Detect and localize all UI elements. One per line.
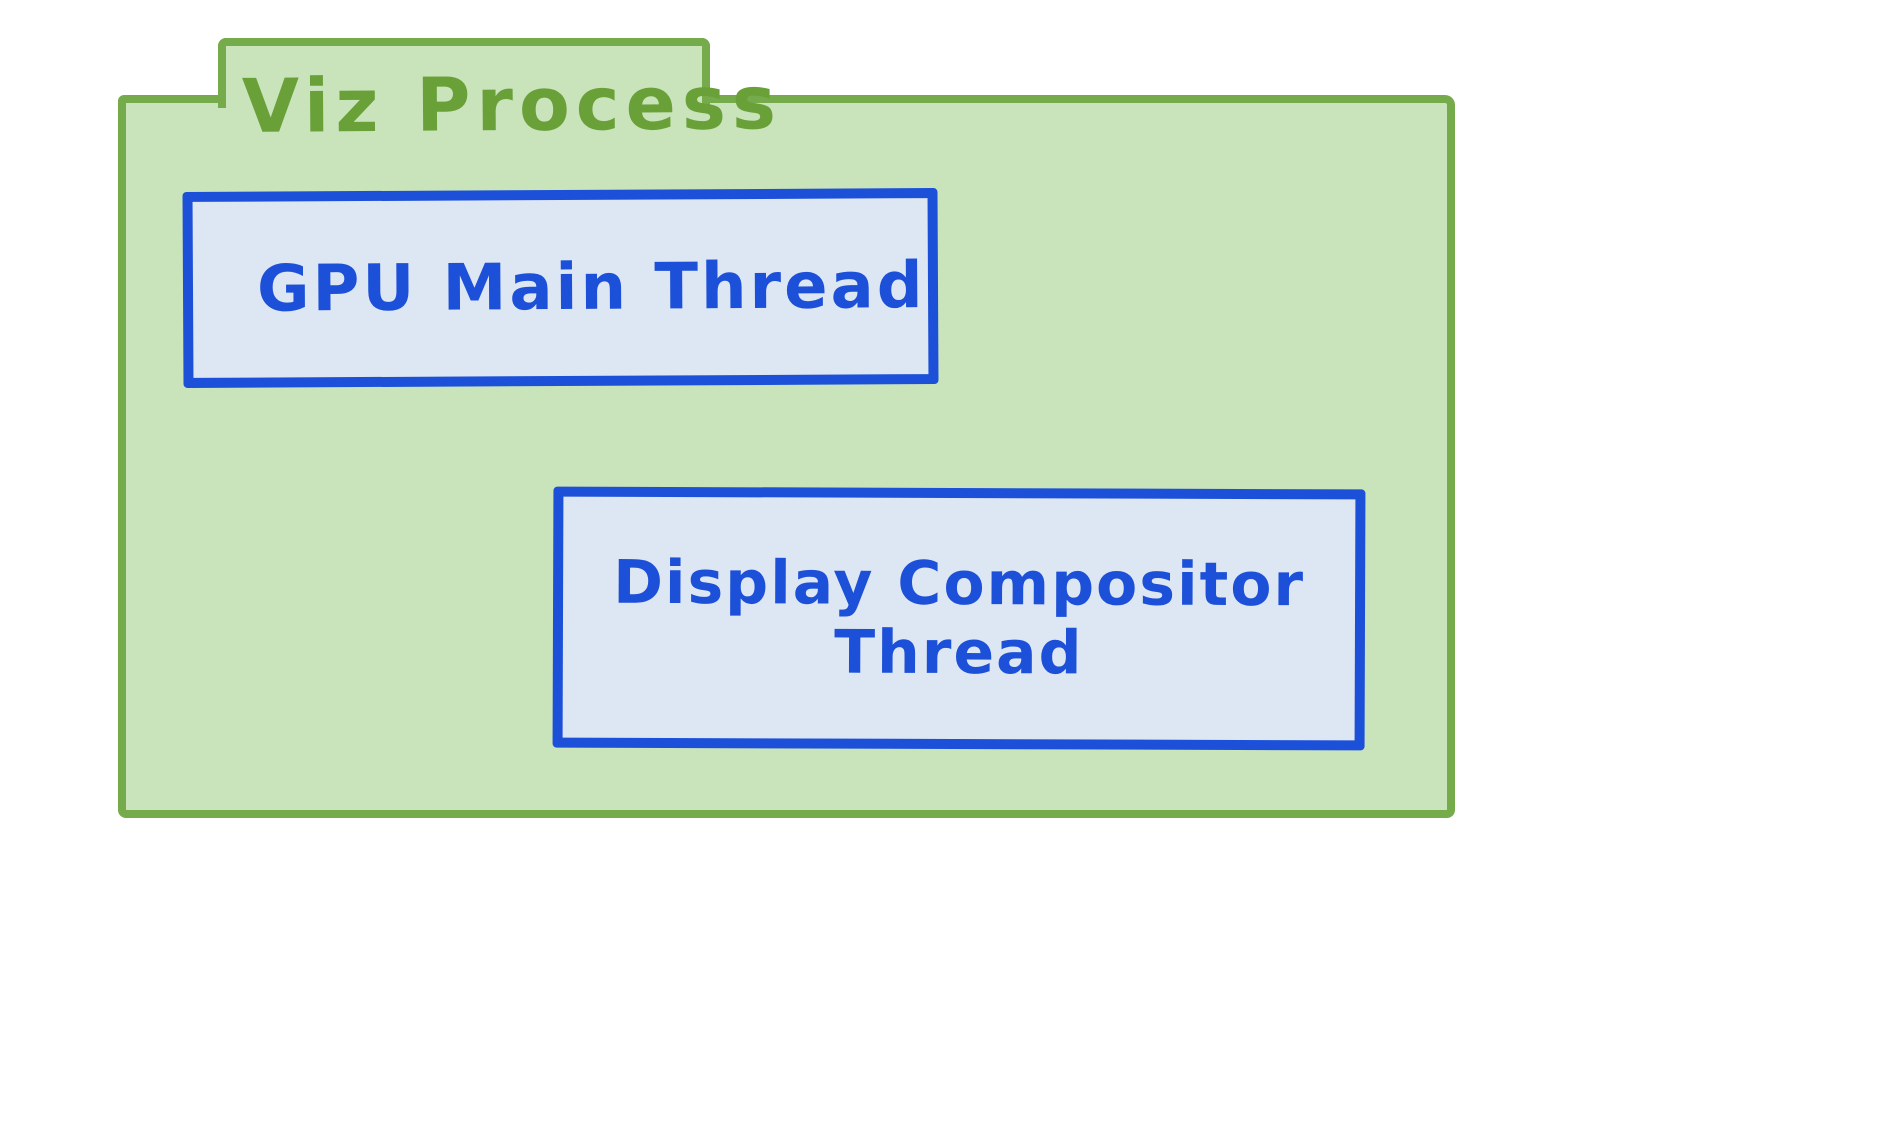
- display-compositor-thread-label: Display Compositor Thread: [613, 547, 1306, 688]
- display-compositor-thread-label-line2: Thread: [834, 617, 1084, 688]
- display-compositor-thread-node: Display Compositor Thread: [552, 486, 1366, 751]
- gpu-main-thread-label: GPU Main Thread: [256, 249, 926, 327]
- viz-process-folder-tab: [218, 38, 710, 112]
- viz-process-title: Viz Process: [241, 60, 783, 150]
- gpu-main-thread-node: GPU Main Thread: [182, 188, 939, 388]
- display-compositor-thread-label-line1: Display Compositor: [613, 547, 1306, 620]
